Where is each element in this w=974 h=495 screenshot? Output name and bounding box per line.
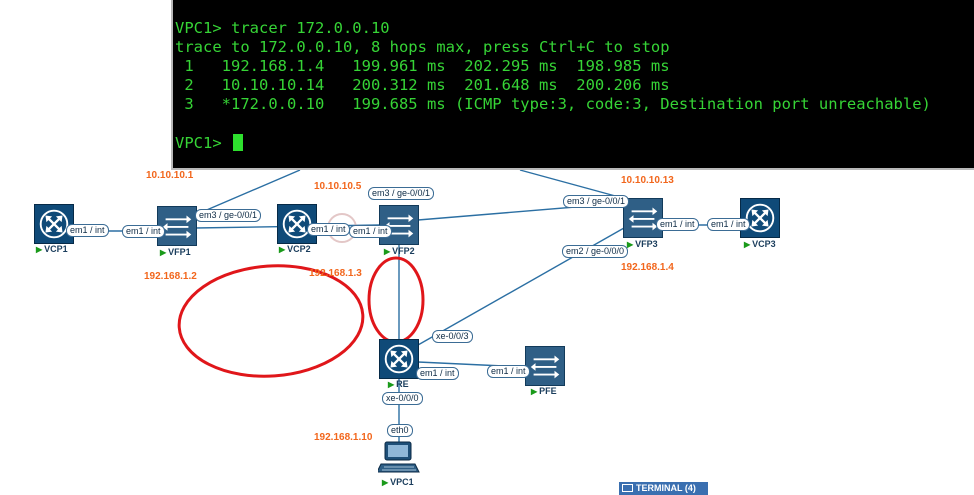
port-label[interactable]: eth0 bbox=[387, 424, 413, 437]
port-label[interactable]: em3 / ge-0/0/1 bbox=[368, 187, 435, 200]
switch-icon[interactable] bbox=[157, 206, 197, 246]
port-label[interactable]: em1 / int bbox=[487, 365, 530, 378]
terminal-line: VPC1> tracer 172.0.0.10 bbox=[175, 19, 390, 37]
annotation-ellipse-center bbox=[367, 256, 425, 344]
monitor-icon bbox=[622, 484, 633, 492]
node-label-vcp3: ▶VCP3 bbox=[744, 239, 776, 249]
terminal-taskbar-button[interactable]: TERMINAL (4) bbox=[619, 482, 708, 495]
router-icon[interactable] bbox=[34, 204, 74, 244]
link-vfp1-up bbox=[194, 169, 301, 216]
node-label-vcp2: ▶VCP2 bbox=[279, 244, 311, 254]
terminal-window[interactable]: VPC1> tracer 172.0.0.10 trace to 172.0.0… bbox=[171, 0, 974, 170]
node-label-pfe: ▶PFE bbox=[531, 386, 557, 396]
node-label-vfp2: ▶VFP2 bbox=[384, 246, 415, 256]
annotation-ellipse-left bbox=[177, 264, 365, 378]
node-label-vcp1: ▶VCP1 bbox=[36, 244, 68, 254]
terminal-prompt: VPC1> bbox=[175, 134, 222, 152]
terminal-prompt-line[interactable]: VPC1> bbox=[175, 134, 244, 153]
port-label[interactable]: em1 / int bbox=[307, 223, 350, 236]
port-label[interactable]: em1 / int bbox=[707, 218, 750, 231]
port-label[interactable]: em3 / ge-0/0/1 bbox=[563, 195, 630, 208]
ip-label: 192.168.1.2 bbox=[144, 271, 197, 282]
terminal-taskbar-label: TERMINAL (4) bbox=[636, 483, 696, 493]
terminal-line: 2 10.10.10.14 200.312 ms 201.648 ms 200.… bbox=[175, 76, 670, 94]
ip-label: 10.10.10.5 bbox=[314, 181, 362, 192]
text-cursor bbox=[233, 134, 244, 151]
port-label[interactable]: xe-0/0/3 bbox=[432, 330, 473, 343]
router-icon[interactable] bbox=[379, 339, 419, 379]
terminal-line: 1 192.168.1.4 199.961 ms 202.295 ms 198.… bbox=[175, 57, 670, 75]
port-label[interactable]: xe-0/0/0 bbox=[382, 392, 423, 405]
terminal-line: 3 *172.0.0.10 199.685 ms (ICMP type:3, c… bbox=[175, 95, 931, 113]
computer-icon[interactable] bbox=[376, 440, 420, 476]
node-label-re: ▶RE bbox=[388, 379, 409, 389]
port-label[interactable]: em1 / int bbox=[656, 218, 699, 231]
node-label-vfp1: ▶VFP1 bbox=[160, 247, 191, 257]
port-label[interactable]: em1 / int bbox=[66, 224, 109, 237]
port-label[interactable]: em1 / int bbox=[122, 225, 165, 238]
port-label[interactable]: em2 / ge-0/0/0 bbox=[562, 245, 629, 258]
port-label[interactable]: em1 / int bbox=[349, 225, 392, 238]
switch-icon[interactable] bbox=[525, 346, 565, 386]
ip-label: 10.10.10.1 bbox=[146, 170, 194, 181]
port-label[interactable]: em1 / int bbox=[416, 367, 459, 380]
ip-label: 192.168.1.10 bbox=[314, 432, 373, 443]
ip-label: 10.10.10.13 bbox=[621, 175, 674, 186]
switch-icon[interactable] bbox=[623, 198, 663, 238]
ip-label: 192.168.1.4 bbox=[621, 262, 674, 273]
node-label-vfp3: ▶VFP3 bbox=[627, 239, 658, 249]
port-label[interactable]: em3 / ge-0/0/1 bbox=[195, 209, 262, 222]
ip-label: 192.168.1.3 bbox=[309, 268, 362, 279]
terminal-line: trace to 172.0.0.10, 8 hops max, press C… bbox=[175, 38, 670, 56]
node-label-vpc1: ▶VPC1 bbox=[382, 477, 414, 487]
